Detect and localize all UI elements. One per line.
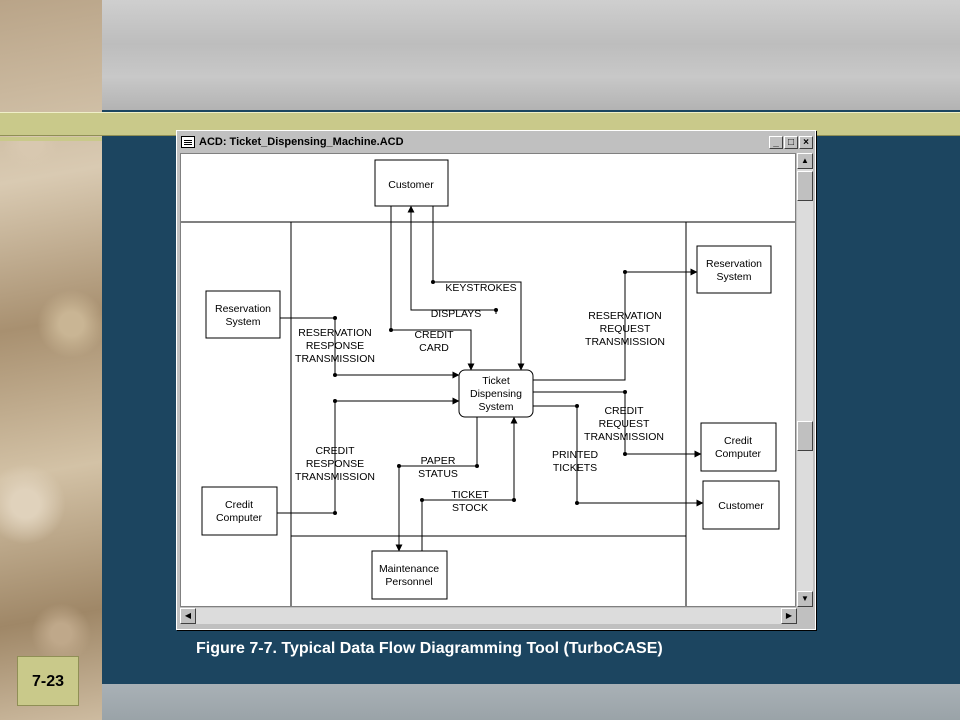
flow-junction-dot xyxy=(333,373,337,377)
entity-label: Credit xyxy=(724,435,752,447)
flow-label-printed-tickets: PRINTED xyxy=(552,449,599,461)
flow-label-credit-card: CARD xyxy=(419,342,449,354)
entity-credit-computer-right[interactable] xyxy=(700,422,777,472)
flow-label-keystrokes: KEYSTROKES xyxy=(445,282,516,294)
flow-junction-dot xyxy=(333,511,337,515)
flow-label-ticket-stock: TICKET xyxy=(451,489,489,501)
entity-label: System xyxy=(225,316,260,328)
diagram-tool-window: ACD: Ticket_Dispensing_Machine.ACD _ □ × xyxy=(176,130,816,630)
flow-junction-dot xyxy=(623,270,627,274)
flow-junction-dot xyxy=(575,404,579,408)
flow-junction-dot xyxy=(333,399,337,403)
flow-junction-dot xyxy=(333,316,337,320)
flow-credit-card[interactable] xyxy=(390,206,475,371)
entity-label: Computer xyxy=(216,512,263,524)
entity-label: Customer xyxy=(388,179,434,191)
window-controls: _ □ × xyxy=(769,135,813,149)
flow-junction-dot xyxy=(575,501,579,505)
entity-reservation-system-right[interactable] xyxy=(696,245,772,294)
flow-junction-dot xyxy=(397,464,401,468)
scrollbar-corner xyxy=(797,608,813,624)
vertical-scroll-thumb-lower[interactable] xyxy=(797,421,813,451)
flow-label-credit-response: TRANSMISSION xyxy=(295,471,375,483)
background-bottom-band xyxy=(102,684,960,720)
diagram-canvas[interactable]: Customer Reservation System Credit Compu… xyxy=(180,153,796,607)
maximize-button[interactable]: □ xyxy=(784,135,798,149)
vertical-scrollbar[interactable]: ▲ ▼ xyxy=(797,153,813,607)
flow-credit-response[interactable] xyxy=(277,397,460,514)
entity-credit-computer-left[interactable] xyxy=(201,486,278,536)
flow-label-credit-response: RESPONSE xyxy=(306,458,364,470)
process-label: Dispensing xyxy=(470,388,522,400)
scroll-right-icon[interactable]: ▶ xyxy=(781,608,797,624)
close-button[interactable]: × xyxy=(799,135,813,149)
flow-label-reservation-response: RESERVATION xyxy=(298,327,372,339)
flow-label-paper-status: PAPER xyxy=(421,455,456,467)
scroll-up-icon[interactable]: ▲ xyxy=(797,153,813,169)
entity-label: Computer xyxy=(715,448,762,460)
flow-label-printed-tickets: TICKETS xyxy=(553,462,597,474)
flow-label-reservation-request: REQUEST xyxy=(600,323,651,335)
process-ticket-dispensing-system[interactable] xyxy=(458,369,534,418)
flow-label-credit-response: CREDIT xyxy=(315,445,355,457)
flow-label-credit-request: REQUEST xyxy=(599,418,650,430)
horizontal-scrollbar[interactable]: ◀ ▶ xyxy=(180,608,797,624)
figure-caption: Figure 7-7. Typical Data Flow Diagrammin… xyxy=(196,640,663,657)
flow-credit-request[interactable] xyxy=(533,391,702,458)
flow-label-credit-card: CREDIT xyxy=(414,329,454,341)
flow-label-displays: DISPLAYS xyxy=(431,308,482,320)
flow-keystrokes[interactable] xyxy=(432,206,525,371)
flow-reservation-response[interactable] xyxy=(280,317,460,379)
entity-label: Maintenance xyxy=(379,563,439,575)
flow-junction-dot xyxy=(420,498,424,502)
entity-label: Customer xyxy=(718,500,764,512)
entity-customer-right[interactable] xyxy=(702,480,780,530)
flow-junction-dot xyxy=(431,280,435,284)
entity-customer-top[interactable] xyxy=(374,159,449,207)
flow-label-reservation-request: RESERVATION xyxy=(588,310,662,322)
window-titlebar[interactable]: ACD: Ticket_Dispensing_Machine.ACD _ □ × xyxy=(179,133,813,151)
data-flow-diagram: Customer Reservation System Credit Compu… xyxy=(181,159,795,606)
flow-junction-dot xyxy=(623,452,627,456)
entity-label: Reservation xyxy=(215,303,271,315)
flow-label-paper-status: STATUS xyxy=(418,468,458,480)
flow-printed-tickets[interactable] xyxy=(533,405,704,507)
flow-label-credit-request: TRANSMISSION xyxy=(584,431,664,443)
vertical-scroll-thumb[interactable] xyxy=(797,171,813,201)
marble-background-top xyxy=(102,0,960,110)
slide-number: 7-23 xyxy=(17,656,79,706)
process-label: System xyxy=(478,401,513,413)
flow-junction-dot xyxy=(512,498,516,502)
marble-background-left xyxy=(0,0,102,720)
entity-label: Reservation xyxy=(706,258,762,270)
process-label: Ticket xyxy=(482,375,510,387)
flow-label-reservation-response: RESPONSE xyxy=(306,340,364,352)
entity-reservation-system-left[interactable] xyxy=(205,290,281,339)
scroll-down-icon[interactable]: ▼ xyxy=(797,591,813,607)
flow-paper-status[interactable] xyxy=(395,417,478,552)
flow-label-reservation-response: TRANSMISSION xyxy=(295,353,375,365)
flow-label-ticket-stock: STOCK xyxy=(452,502,488,514)
window-menu-icon[interactable] xyxy=(181,136,195,148)
flow-junction-dot xyxy=(475,464,479,468)
entity-maintenance-personnel[interactable] xyxy=(371,550,448,600)
entity-label: System xyxy=(716,271,751,283)
context-boundary xyxy=(181,221,795,606)
flow-label-credit-request: CREDIT xyxy=(604,405,644,417)
flow-label-reservation-request: TRANSMISSION xyxy=(585,336,665,348)
flow-junction-dot xyxy=(623,390,627,394)
flow-junction-dot xyxy=(494,308,498,312)
flow-ticket-stock[interactable] xyxy=(421,416,518,551)
flow-junction-dot xyxy=(389,328,393,332)
window-title: ACD: Ticket_Dispensing_Machine.ACD xyxy=(199,136,404,148)
scroll-left-icon[interactable]: ◀ xyxy=(180,608,196,624)
minimize-button[interactable]: _ xyxy=(769,135,783,149)
entity-label: Credit xyxy=(225,499,253,511)
flow-reservation-request[interactable] xyxy=(533,268,698,381)
divider-accent-strip xyxy=(0,137,102,141)
entity-label: Personnel xyxy=(385,576,432,588)
